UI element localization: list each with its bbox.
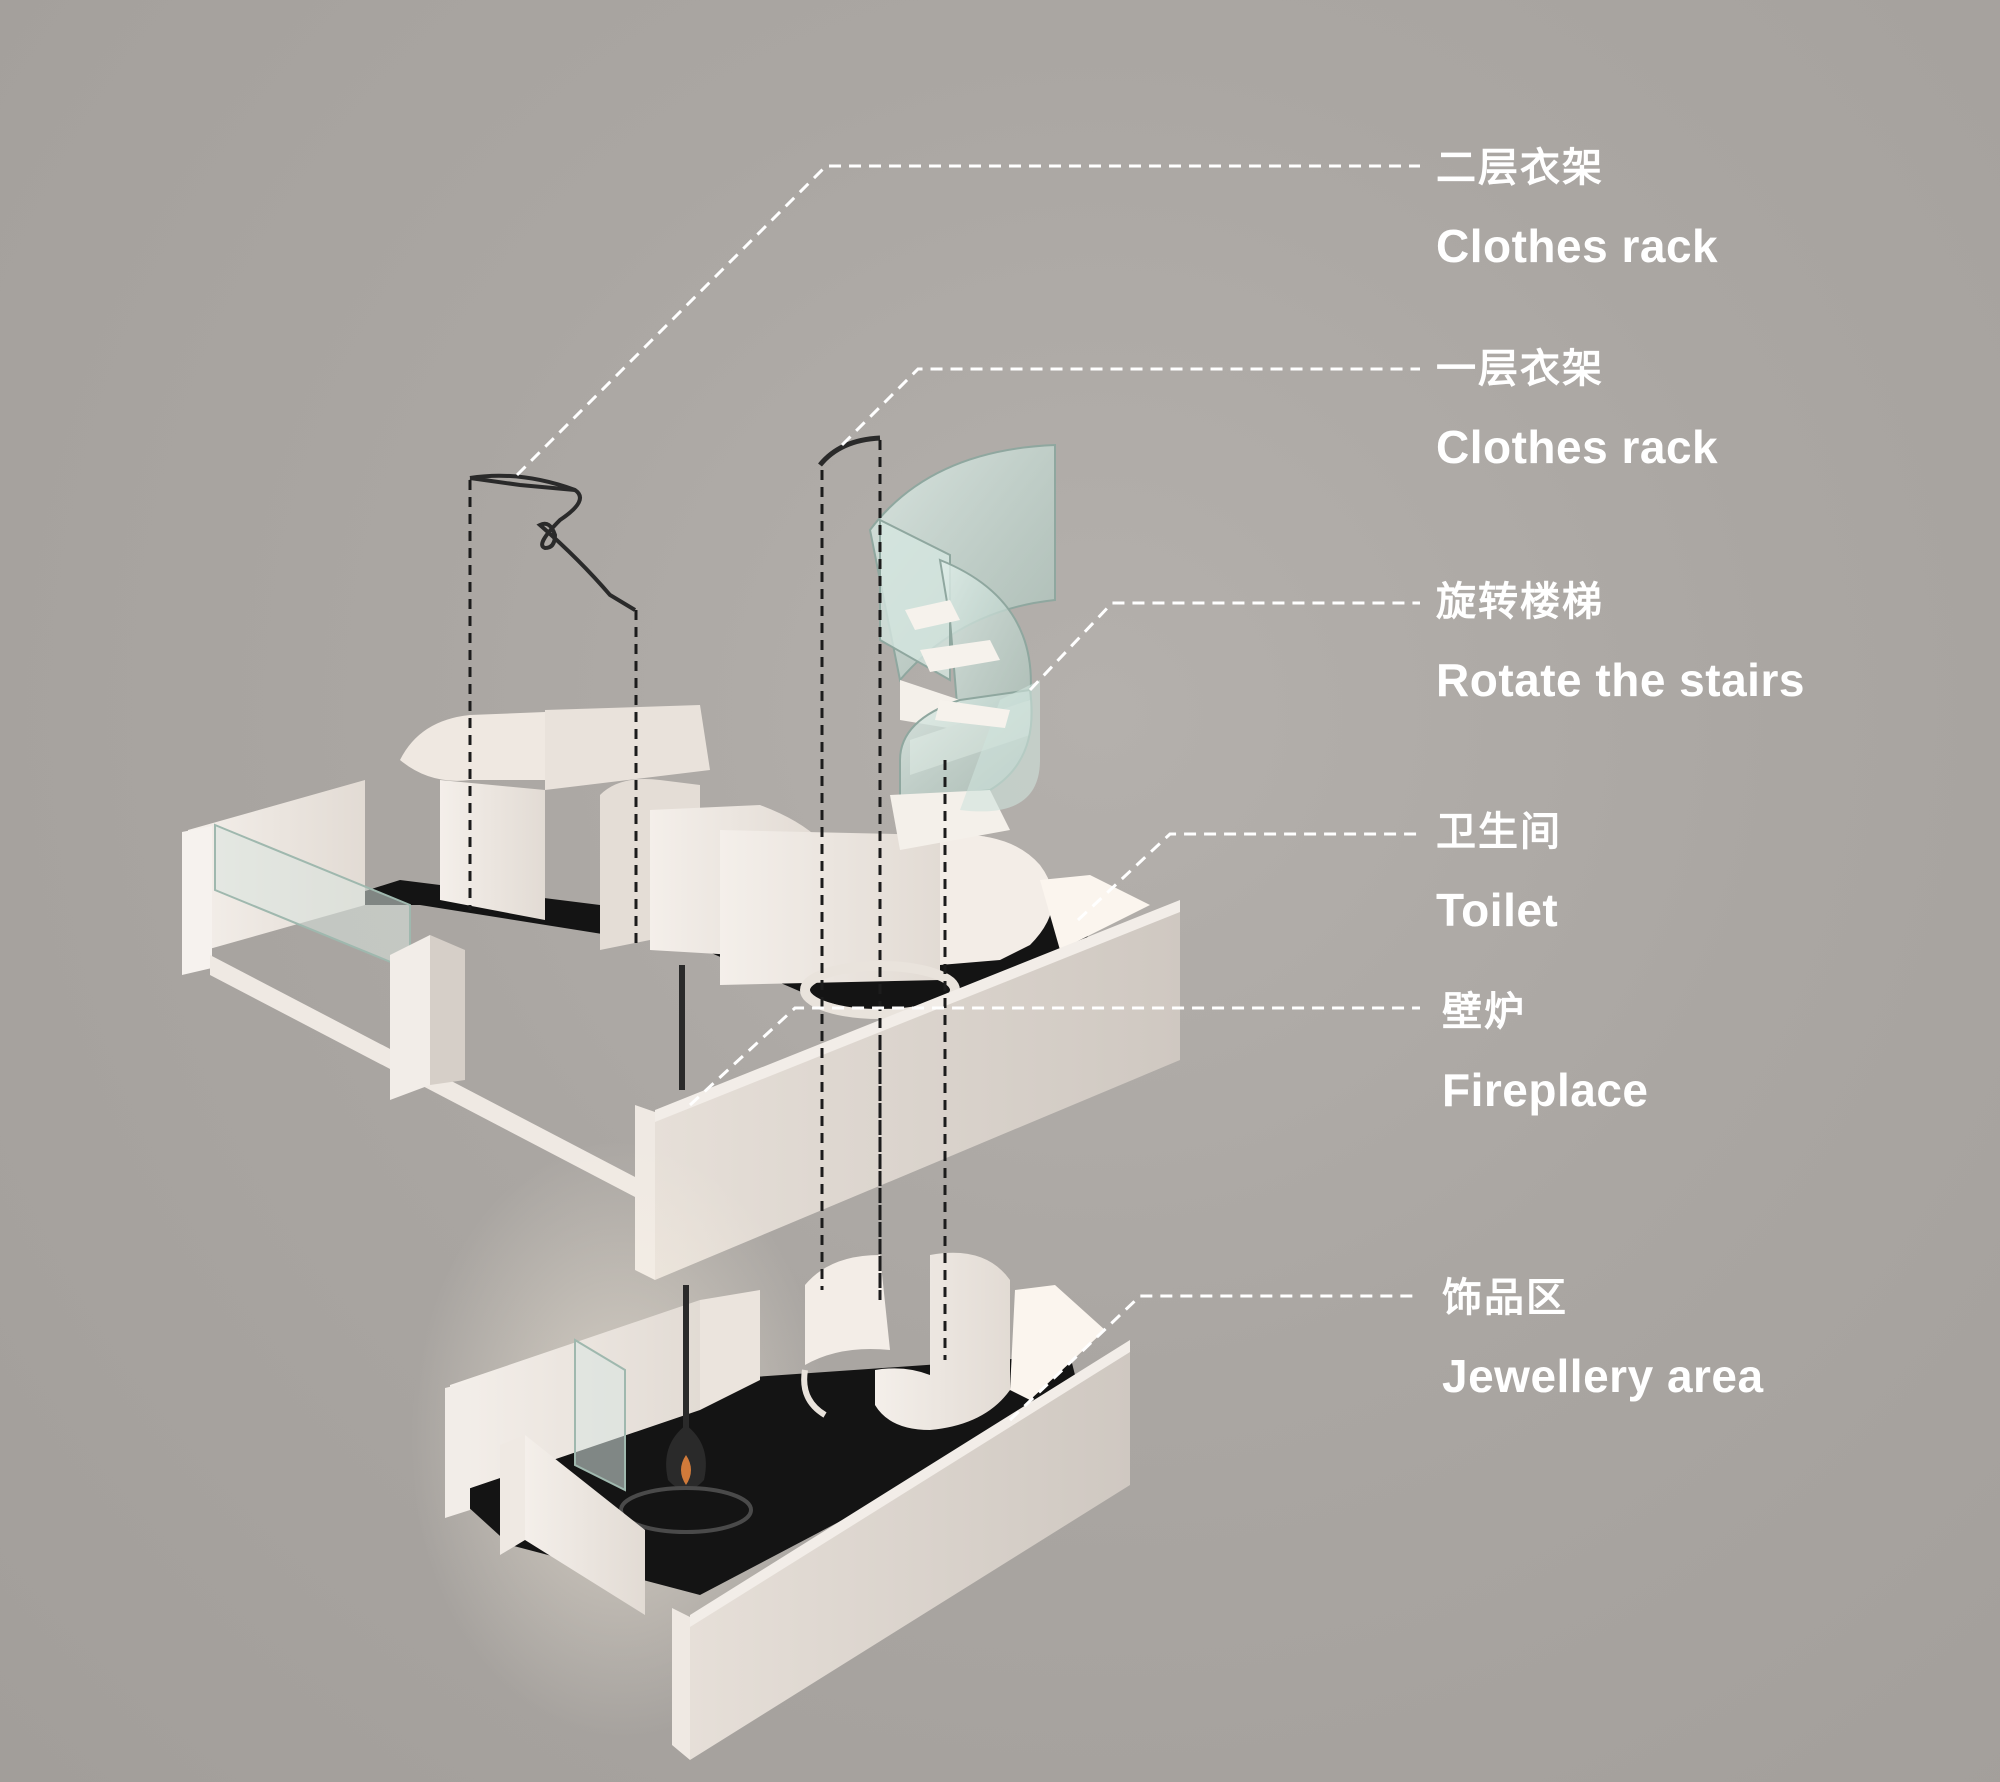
label-cn: 壁炉 [1442,989,1526,1035]
label-cn: 一层衣架 [1436,346,1604,392]
label-jewellery-area: 饰品区 Jewellery area [1442,1272,1764,1406]
upper-toilet-curve [940,834,1053,965]
upper-toilet-nook [1040,875,1150,950]
leader-second-floor-rack [515,164,1420,477]
label-en: Toilet [1436,884,1559,936]
label-cn: 二层衣架 [1436,145,1604,191]
leader-jewellery-area [1008,1294,1420,1422]
lower-front-wall-top [690,1340,1130,1627]
jewellery-curved-wall-3 [801,1369,827,1418]
label-fireplace: 壁炉 Fireplace [1442,986,1649,1120]
spiral-staircase [868,443,1056,850]
label-spiral-stairs: 旋转楼梯 Rotate the stairs [1436,576,1805,710]
upper-floor [182,435,1180,1280]
fireplace-flame [681,1455,691,1485]
fireplace-base-ring [619,1486,753,1534]
lower-back-wall-2 [700,1290,760,1410]
upper-mid-partition-side [430,935,465,1085]
label-en: Rotate the stairs [1436,654,1805,706]
lower-partition [500,1435,525,1555]
upper-front-wall-top [655,900,1180,1122]
leader-fireplace [688,1006,1420,1107]
upper-left-end-cap [182,826,212,975]
leader-lines [515,164,1420,1422]
upper-right-back-wall [720,830,940,985]
jewellery-curved-wall-2 [875,1252,1010,1430]
label-cn: 卫生间 [1436,809,1562,855]
lower-partition-face [525,1435,645,1615]
upper-curved-room-wall-3 [440,780,545,920]
first-floor-clothes-rack [818,435,881,467]
label-en: Clothes rack [1436,220,1719,272]
lower-left-end-cap [445,1382,470,1518]
label-cn: 饰品区 [1442,1275,1568,1321]
label-en: Jewellery area [1442,1350,1764,1402]
lower-front-wall-endcap [672,1608,690,1760]
label-en: Clothes rack [1436,421,1719,473]
leader-toilet [1076,832,1420,922]
leader-spiral-stairs [1028,601,1420,692]
leader-first-floor-rack [840,367,1420,447]
alignment-lines [468,440,947,1360]
lower-glass-screen [574,1338,626,1492]
upper-curved-room-wall-1 [400,712,545,781]
upper-front-wall [655,910,1180,1280]
upper-mid-partition [390,935,430,1100]
upper-curved-room-wall-2 [545,705,710,790]
label-second-floor-clothes-rack: 二层衣架 Clothes rack [1436,142,1718,276]
lower-front-wall [690,1350,1130,1760]
second-floor-clothes-rack [469,473,637,612]
label-en: Fireplace [1442,1064,1649,1116]
label-toilet: 卫生间 Toilet [1436,806,1562,940]
lower-floor [410,1140,1130,1760]
jewellery-curved-wall-1 [805,1255,890,1365]
jewellery-niche [1010,1285,1105,1400]
label-first-floor-clothes-rack: 一层衣架 Clothes rack [1436,343,1718,477]
label-cn: 旋转楼梯 [1436,579,1604,625]
